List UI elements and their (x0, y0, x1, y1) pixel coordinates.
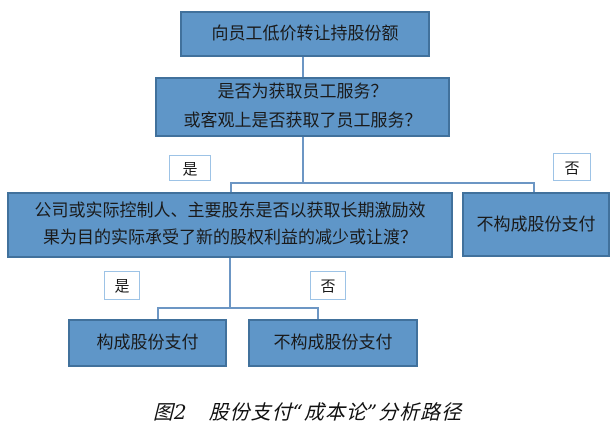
connector-service-question-stem (302, 137, 304, 184)
node-not-share-payment-right-label: 不构成股份支付 (476, 214, 596, 235)
branch-label-cost-no: 否 (310, 271, 346, 300)
connector-cost-no-drop (317, 307, 319, 320)
connector-cost-branch-horizontal (157, 307, 319, 309)
question-cost-line1: 公司或实际控制人、主要股东是否以获取长期激励效 (34, 201, 426, 221)
node-question-employee-services: 是否为获取员工服务？ 或客观上是否获取了员工服务？ (155, 77, 450, 137)
branch-label-service-yes: 是 (169, 155, 211, 181)
node-constitutes-share-payment: 构成股份支付 (68, 319, 227, 367)
node-not-share-payment-right: 不构成股份支付 (462, 192, 610, 257)
connector-cost-question-stem (229, 258, 231, 309)
node-question-equity-sacrifice: 公司或实际控制人、主要股东是否以获取长期激励效 果为目的实际承受了新的股权利益的… (7, 192, 453, 258)
connector-service-yes-drop (230, 182, 232, 193)
branch-label-cost-yes-text: 是 (114, 277, 130, 295)
branch-label-service-no-text: 否 (564, 158, 580, 177)
figure-caption: 图2 股份支付“成本论”分析路径 (152, 400, 463, 424)
question-service-line2: 或客观上是否获取了员工服务？ (183, 111, 422, 131)
node-not-share-payment-bottom: 不构成股份支付 (248, 319, 418, 367)
branch-label-cost-no-text: 否 (320, 277, 336, 295)
branch-label-service-yes-text: 是 (182, 159, 198, 178)
connector-cost-yes-drop (157, 307, 159, 320)
question-cost-line2: 果为目的实际承受了新的股权利益的减少或让渡？ (43, 228, 417, 248)
node-start-label: 向员工低价转让持股份额 (211, 24, 399, 44)
node-start-transfer-shares: 向员工低价转让持股份额 (180, 11, 430, 57)
branch-label-cost-yes: 是 (104, 271, 140, 300)
node-constitutes-share-payment-label: 构成股份支付 (96, 333, 199, 353)
node-not-share-payment-bottom-label: 不构成股份支付 (273, 333, 393, 353)
branch-label-service-no: 否 (553, 153, 591, 181)
question-service-line1: 是否为获取员工服务？ (217, 82, 388, 102)
connector-service-branch-horizontal (230, 182, 535, 184)
connector-service-no-drop (533, 182, 535, 193)
connector-start-to-service-question (302, 57, 304, 77)
